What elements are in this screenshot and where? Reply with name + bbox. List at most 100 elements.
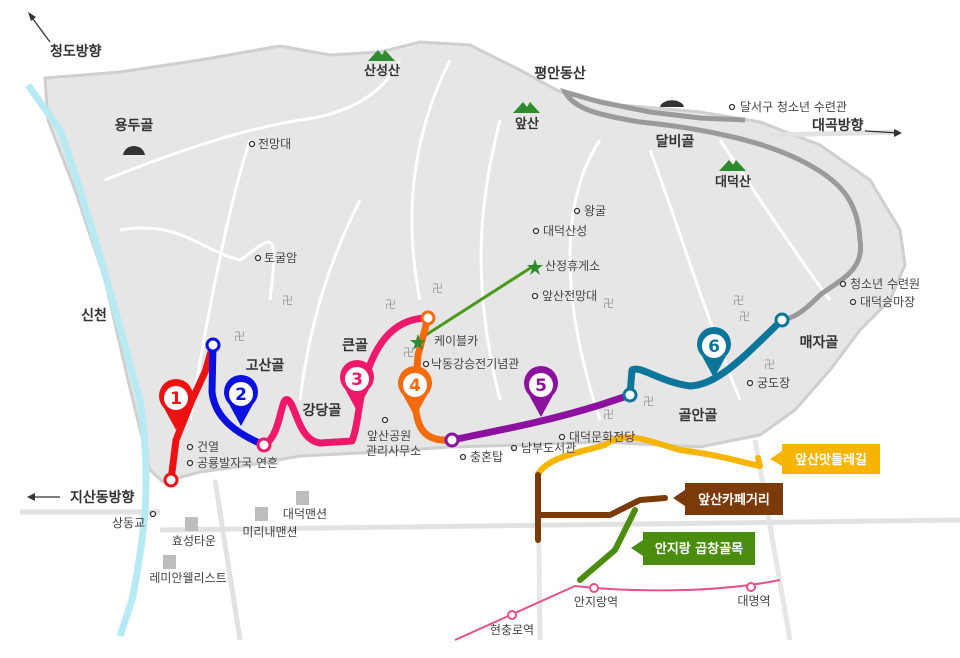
course-2-route[interactable] <box>208 341 268 449</box>
area-maejagol: 매자골 <box>800 335 839 351</box>
pin-inner <box>229 382 253 406</box>
station-anjirang: 안지랑역 <box>574 595 618 609</box>
course-node <box>420 310 436 326</box>
cafe-street-label: 앞산카페거리 <box>698 492 770 508</box>
building-icon <box>163 555 176 569</box>
building-icon <box>185 517 198 531</box>
matdulle-gil-route[interactable] <box>535 434 763 478</box>
course-node <box>774 312 790 328</box>
poi-cablecar: 케이블카 <box>434 334 478 348</box>
poi-jeonmangdae: 전망대 <box>258 137 291 151</box>
matdulle-gil-label: 앞산맛둘레길 <box>795 452 867 468</box>
course-number: 4 <box>409 376 421 396</box>
course-node <box>622 387 638 403</box>
temple-icon: 卍 <box>739 310 750 323</box>
direction-cheongdo: 청도방향 <box>50 43 102 60</box>
pin-inner <box>164 386 188 410</box>
poi-office-line2: 관리사무소 <box>366 444 421 458</box>
building-hyoseong: 효성타운 <box>172 534 216 548</box>
arrow-east-icon <box>864 130 899 134</box>
poi-riding: 대덕승마장 <box>860 295 915 309</box>
course-6-pin[interactable]: 6 <box>697 326 731 378</box>
direction-daegok: 대곡방향 <box>812 117 864 134</box>
course-3-route[interactable] <box>260 314 432 449</box>
temple-icon: 卍 <box>643 395 654 408</box>
area-pyeongan: 평안동산 <box>534 65 586 82</box>
temple-icon: 卍 <box>385 298 396 311</box>
poi-sanjeong: 산정휴게소 <box>545 259 600 273</box>
poi-youth-camp: 청소년 수련원 <box>850 277 920 291</box>
mountain-sanseongsan: 산성산 <box>364 63 400 79</box>
course-4-pin[interactable]: 4 <box>398 365 433 417</box>
mountain-apsan: 앞산 <box>515 116 539 132</box>
pin-inner <box>345 367 369 391</box>
pin-inner <box>529 373 553 397</box>
cafe-street-tag[interactable]: 앞산카페거리 <box>673 483 783 515</box>
poi-archery: 궁도장 <box>757 376 790 390</box>
temple-icon: 卍 <box>234 330 245 343</box>
station-daemyeong: 대명역 <box>737 594 770 608</box>
poi-apsanjeonmang: 앞산전망대 <box>542 289 597 303</box>
course-number: 3 <box>351 370 363 390</box>
sincheon-river <box>25 82 150 638</box>
forest-road <box>559 87 864 323</box>
poi-nakdong: 낙동강승전기념관 <box>431 357 519 371</box>
gopchang-alley-route[interactable] <box>577 507 638 583</box>
course-number: 6 <box>708 337 720 357</box>
mountain-icon <box>513 102 540 113</box>
poi-library: 남부도서관 <box>521 441 576 455</box>
poi-youth-center: 달서구 청소년 수련관 <box>740 100 847 114</box>
poi-togulam: 토굴암 <box>264 251 297 265</box>
poi-dinosaur: 공룡발자국 연흔 <box>197 456 278 470</box>
course-node <box>205 337 221 353</box>
cafe-street-route[interactable] <box>535 472 668 543</box>
cable-car-star-icon <box>410 334 426 350</box>
pin-inner <box>702 334 726 358</box>
poi-daedeoksanseong: 대덕산성 <box>543 224 587 238</box>
temple-icon: 卍 <box>603 297 614 310</box>
area-sincheon: 신천 <box>81 308 107 324</box>
station-marker <box>589 583 599 593</box>
area-gangdanggol: 강당골 <box>303 402 342 419</box>
course-6-route[interactable] <box>626 316 786 399</box>
area-dalbigol: 달비골 <box>656 134 695 150</box>
area-yongdugol: 용두골 <box>115 118 154 134</box>
mountain-daedeoksan: 대덕산 <box>715 174 751 190</box>
course-5-pin[interactable]: 5 <box>523 365 559 417</box>
direction-jisandong: 지산동방향 <box>70 489 135 506</box>
pin-inner <box>403 373 427 397</box>
building-icon <box>255 507 268 521</box>
area-gosangol: 고산골 <box>246 357 285 374</box>
station-marker <box>507 610 517 620</box>
area-golangol: 골안골 <box>679 407 718 424</box>
parking-icon <box>123 146 145 155</box>
building-daedeok: 대덕맨션 <box>283 507 327 521</box>
course-number: 2 <box>235 385 247 405</box>
mountain-area <box>43 40 907 484</box>
temple-icon: 卍 <box>764 358 775 371</box>
course-node <box>444 432 460 448</box>
course-3-pin[interactable]: 3 <box>340 359 374 411</box>
poi-chunghon: 충혼탑 <box>470 450 503 464</box>
building-raemian: 레미안웰리스트 <box>149 571 226 585</box>
mountain-icon <box>368 50 395 61</box>
poi-culture: 대덕문화전당 <box>569 430 635 444</box>
temple-icon: 卍 <box>432 282 443 295</box>
course-number: 5 <box>535 376 547 396</box>
course-5-route[interactable] <box>448 391 634 444</box>
matdulle-gil-tag[interactable]: 앞산맛둘레길 <box>770 444 880 474</box>
station-hyeonchungno: 현충로역 <box>490 623 534 637</box>
mountain-icon <box>719 160 746 171</box>
rest-area-star-icon <box>527 259 543 275</box>
station-marker <box>746 582 756 592</box>
course-node <box>256 437 272 453</box>
course-2-pin[interactable]: 2 <box>224 374 258 426</box>
area-keungol: 큰골 <box>342 338 368 354</box>
parking-icon <box>660 100 684 107</box>
poi-office-line1: 앞산공원 <box>367 429 411 443</box>
gopchang-alley-tag[interactable]: 안지랑 곱창골목 <box>631 532 755 565</box>
poi-wanggul: 왕굴 <box>584 204 606 218</box>
course-1-pin[interactable]: 1 <box>159 378 193 430</box>
temple-icon: 卍 <box>733 294 744 307</box>
